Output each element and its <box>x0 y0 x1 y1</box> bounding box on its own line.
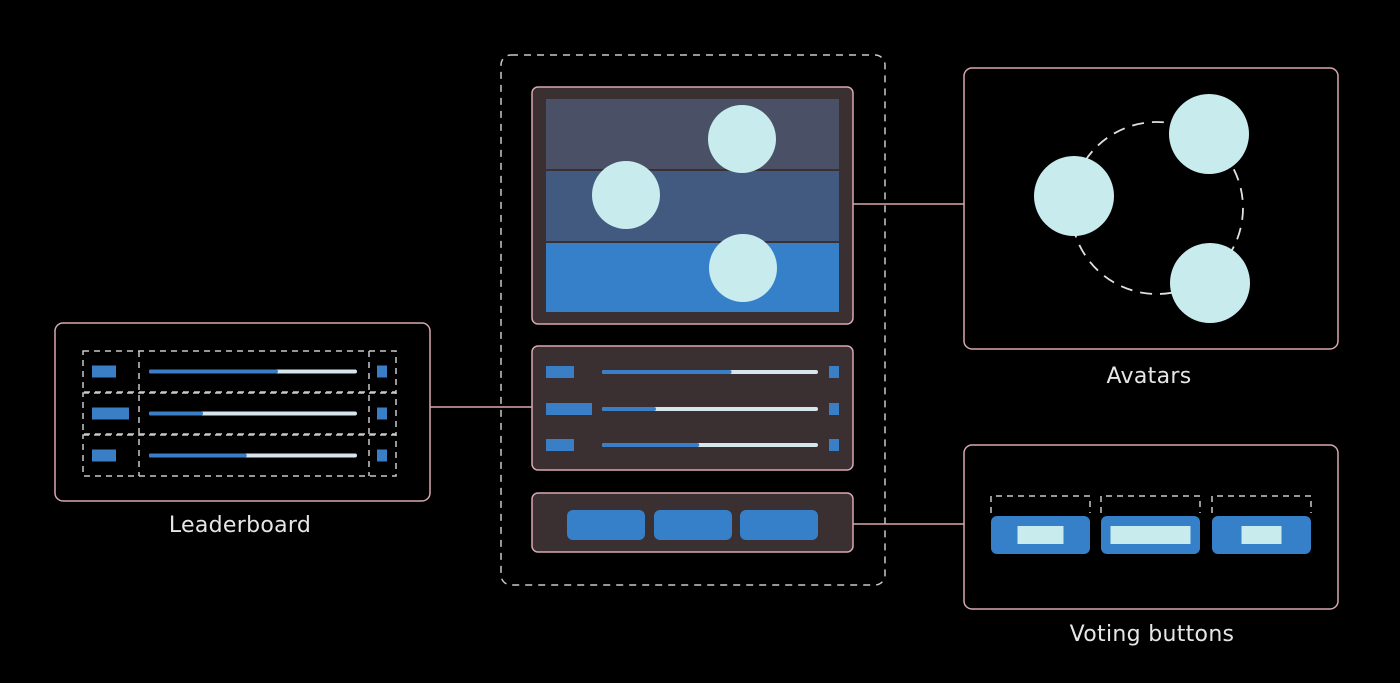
screen-row-score-chip <box>829 403 839 415</box>
vote-button-label-chip <box>1017 526 1064 544</box>
screen-row-score-chip <box>829 439 839 451</box>
screen-row-score-chip <box>829 366 839 378</box>
screen-row-progress-fill <box>602 407 656 411</box>
stage-band-middle <box>546 171 839 241</box>
vote-button-label-chip <box>1110 526 1191 544</box>
device-outline <box>500 54 886 586</box>
vote-slot-bracket <box>1211 495 1312 513</box>
avatars-callout <box>963 67 1339 350</box>
leaderboard-score-chip <box>377 365 387 378</box>
leaderboard-row-outline <box>82 350 397 393</box>
leaderboard-callout <box>54 322 431 502</box>
stage-band-top <box>546 99 839 169</box>
screen-voting-panel <box>531 492 854 553</box>
stage-band-bottom <box>546 243 839 312</box>
avatar-circle <box>709 234 777 302</box>
avatar-circle <box>1170 243 1250 323</box>
leaderboard-name-chip <box>92 365 116 378</box>
avatar-circle <box>708 105 776 173</box>
leaderboard-name-chip <box>92 407 129 420</box>
vote-slot-bracket <box>1100 495 1201 513</box>
avatars-caption: Avatars <box>1106 364 1192 389</box>
voting-callout <box>963 444 1339 610</box>
leaderboard-progress-fill <box>149 369 278 374</box>
screen-row-progress-fill <box>602 443 700 447</box>
screen-row-name-chip <box>546 366 574 378</box>
leaderboard-row-outline <box>82 392 397 435</box>
avatar-stage-panel <box>531 86 854 325</box>
screen-vote-button[interactable] <box>654 510 732 540</box>
screen-vote-button[interactable] <box>567 510 645 540</box>
avatar-circle <box>1034 156 1114 236</box>
screen-row-progress-fill <box>602 370 732 374</box>
leaderboard-progress-fill <box>149 453 247 458</box>
voting-buttons-caption: Voting buttons <box>1069 622 1235 647</box>
screen-leaderboard-panel <box>531 345 854 471</box>
leaderboard-name-chip <box>92 449 116 462</box>
leaderboard-progress-fill <box>149 411 204 416</box>
screen-row-name-chip <box>546 439 574 451</box>
screen-row-name-chip <box>546 403 592 415</box>
leaderboard-row-outline <box>82 434 397 477</box>
avatar-circle <box>1169 94 1249 174</box>
avatar-circle <box>592 161 660 229</box>
screen-vote-button[interactable] <box>740 510 818 540</box>
screen-row-progress-track <box>602 407 818 411</box>
vote-slot-bracket <box>990 495 1091 513</box>
leaderboard-score-chip <box>377 449 387 462</box>
leaderboard-caption: Leaderboard <box>168 513 312 538</box>
leaderboard-score-chip <box>377 407 387 420</box>
vote-button-label-chip <box>1241 526 1282 544</box>
